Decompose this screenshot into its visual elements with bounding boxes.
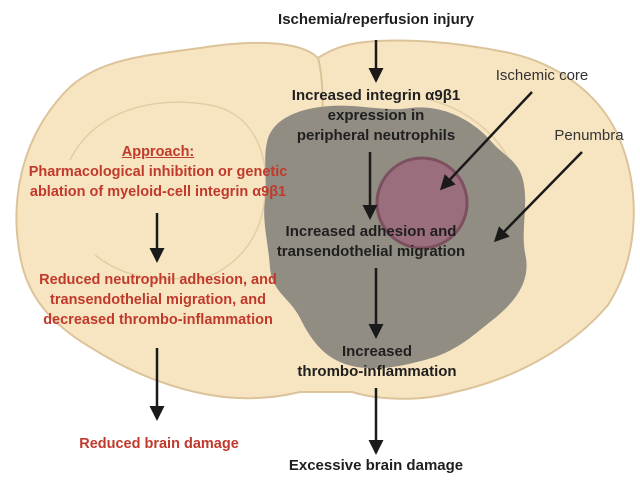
pointer-ischemic-core xyxy=(439,91,533,191)
thrombo-inflammation-label: Increased thrombo-inflammation xyxy=(282,342,472,382)
adhesion-migration-label: Increased adhesion and transendothelial … xyxy=(255,222,487,262)
integrin-expression-line-2: expression in xyxy=(327,107,425,124)
reduced-adhesion-line-1: Reduced neutrophil adhesion, and xyxy=(39,272,277,288)
approach-text-line-2: ablation of myeloid-cell integrin α9β1 xyxy=(29,184,287,200)
integrin-expression-line-3: peripheral neutrophils xyxy=(296,127,456,144)
reduced-adhesion-line-3: decreased thrombo-inflammation xyxy=(43,312,273,328)
penumbra-label: Penumbra xyxy=(554,127,624,144)
reduced-brain-damage-label: Reduced brain damage xyxy=(79,436,239,452)
adhesion-migration-line-2: transendothelial migration xyxy=(276,243,466,260)
thrombo-inflammation-line-2: thrombo-inflammation xyxy=(297,363,457,380)
pointer-penumbra xyxy=(493,151,583,243)
integrin-expression-line-1: Increased integrin α9β1 xyxy=(291,87,461,104)
ischemic-core-label: Ischemic core xyxy=(495,67,589,84)
reduced-adhesion-line-2: transendothelial migration, and xyxy=(50,292,266,308)
integrin-expression-label: Increased integrin α9β1 expression in pe… xyxy=(250,86,502,146)
approach-heading: Approach: xyxy=(121,144,195,160)
reduced-adhesion-label: Reduced neutrophil adhesion, and transen… xyxy=(2,270,314,330)
thrombo-inflammation-line-1: Increased xyxy=(341,343,413,360)
approach-text-line-1: Pharmacological inhibition or genetic xyxy=(28,164,288,180)
excessive-brain-damage-label: Excessive brain damage xyxy=(288,457,464,474)
approach-block: Approach: Pharmacological inhibition or … xyxy=(2,142,314,202)
left-inner-contour xyxy=(94,254,186,280)
ischemia-reperfusion-label: Ischemia/reperfusion injury xyxy=(278,11,474,28)
left-ventricle-structure xyxy=(69,101,267,281)
adhesion-migration-line-1: Increased adhesion and xyxy=(285,223,457,240)
